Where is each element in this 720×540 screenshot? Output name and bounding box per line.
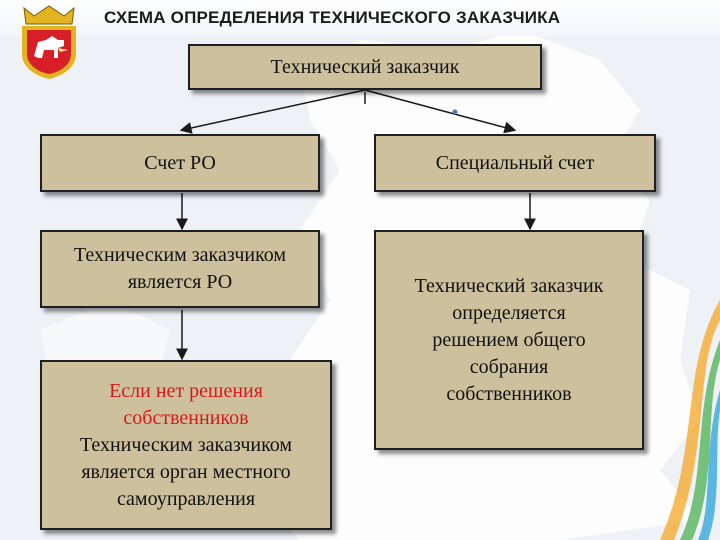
node-root-label: Технический заказчик	[270, 55, 460, 78]
connector-dot	[452, 109, 458, 115]
node-general-meeting-decision: Технический заказчик определяется решени…	[374, 230, 644, 450]
node-ro-account: Счет РО	[40, 134, 320, 192]
node-right-bottom-line-1: Технический заказчик	[414, 274, 604, 297]
node-technical-customer: Технический заказчик	[188, 44, 542, 90]
node-left-bottom-condition-line-1: Если нет решения	[109, 379, 263, 402]
arrow-root-to-right	[364, 89, 517, 134]
node-customer-is-ro: Техническим заказчиком является РО	[40, 230, 320, 308]
node-left-top-label: Счет РО	[144, 151, 216, 174]
node-left-bottom-line-2: является орган местного	[81, 460, 291, 483]
node-left-mid-line-1: Техническим заказчиком	[73, 244, 287, 266]
node-left-bottom-line-1: Техническим заказчиком	[79, 433, 293, 456]
chelyabinsk-coat-of-arms-icon	[22, 5, 76, 79]
node-right-top-label: Специальный счет	[435, 151, 595, 174]
node-right-bottom-line-3: решением общего	[432, 328, 586, 351]
node-left-mid-line-2: является РО	[127, 271, 233, 293]
decorative-ribbons	[660, 300, 720, 540]
arrow-root-to-left	[179, 89, 366, 134]
node-left-bottom-line-3: самоуправления	[116, 487, 256, 510]
node-right-bottom-line-5: собственников	[446, 382, 572, 405]
header-bar	[0, 0, 720, 36]
node-local-government: Если нет решения собственников Техническ…	[40, 360, 332, 530]
node-special-account: Специальный счет	[374, 134, 656, 192]
node-right-bottom-line-4: собрания	[469, 355, 549, 378]
node-left-bottom-condition-line-2: собственников	[123, 406, 249, 429]
node-right-bottom-line-2: определяется	[452, 301, 566, 324]
page-title: СХЕМА ОПРЕДЕЛЕНИЯ ТЕХНИЧЕСКОГО ЗАКАЗЧИКА	[104, 8, 561, 27]
